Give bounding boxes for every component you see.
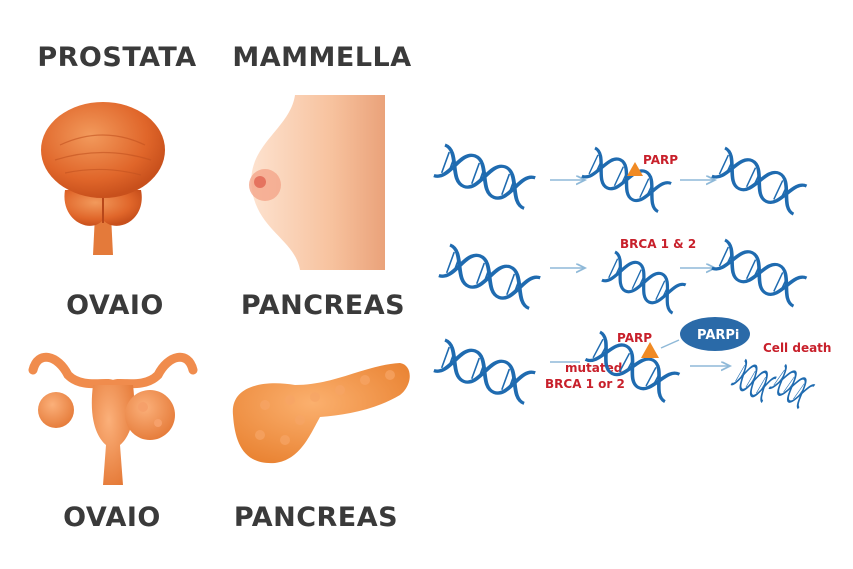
broken-dna [730, 358, 816, 410]
label-pancreas-bottom: PANCREAS [233, 502, 399, 533]
label-prostata: PROSTATA [37, 42, 197, 73]
row1-dna-start [431, 143, 538, 211]
pancreas-illustration [232, 363, 410, 464]
parpi-bubble [680, 317, 750, 351]
row3-parp-triangle [641, 342, 659, 358]
row1-parp-triangle [627, 162, 643, 176]
row1-dna-end [710, 146, 809, 216]
label-mammella: MAMMELLA [232, 42, 412, 73]
row1-parp-label: PARP [643, 153, 678, 167]
row2-dna-end [710, 238, 809, 308]
cell-death-label: Cell death [763, 341, 831, 355]
breast-illustration [249, 95, 385, 270]
row2-brca-label: BRCA 1 & 2 [620, 237, 696, 251]
parpi-label: PARPi [697, 328, 739, 343]
prostate-illustration [41, 102, 165, 255]
parpi-connector [660, 339, 680, 349]
parp-pathway-diagram: PARP BRCA 1 & 2 mutated BRCA 1 or 2 PARP… [431, 143, 831, 410]
row2-dna-break [436, 243, 543, 311]
label-pancreas-top: PANCREAS [240, 290, 406, 321]
row3-dna-start [431, 338, 538, 406]
row2-dna-brca [600, 250, 688, 315]
uterus-ovary-illustration [28, 353, 198, 485]
row3-brca-label: BRCA 1 or 2 [545, 377, 625, 391]
label-ovaio-bottom: OVAIO [63, 502, 161, 533]
label-ovaio-top: OVAIO [66, 290, 164, 321]
row3-parp-label: PARP [617, 331, 652, 345]
